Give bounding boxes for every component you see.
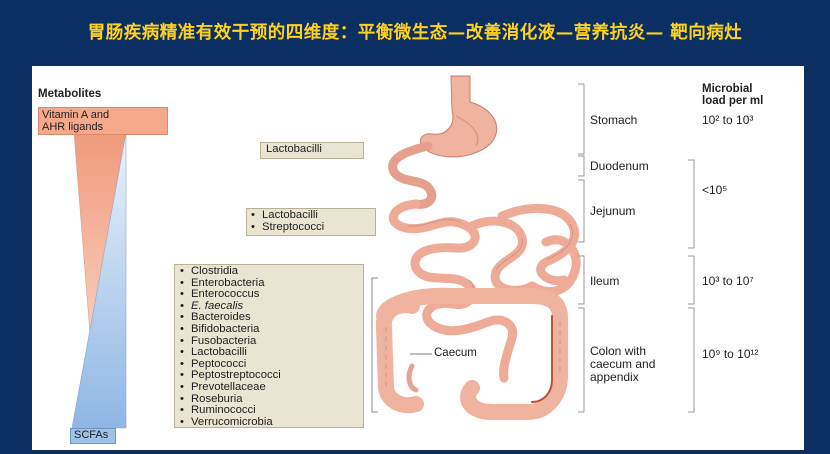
stomach-organ <box>419 75 498 158</box>
colon-bacterium: Bifidobacteria <box>178 323 281 336</box>
duodenum-label: Duodenum <box>590 159 649 173</box>
microbial-load-header-line2: load per ml <box>702 95 764 107</box>
colon-bacterium: Lactobacilli <box>178 347 281 359</box>
caecum-label: Caecum <box>434 347 477 359</box>
colon-label-line1: Colon with <box>590 344 647 358</box>
stomach-label: Stomach <box>590 113 638 127</box>
colon-bacterium: Prevotellaceae <box>178 381 281 394</box>
colon-bacterium: Ruminococci <box>178 405 281 417</box>
ileum-load-value: 10³ to 10⁷ <box>702 274 754 288</box>
small-intestine-load-value: <10⁵ <box>702 183 728 197</box>
gut-diagram-graphics <box>71 75 695 435</box>
colon-bacterium: Peptostreptococci <box>178 370 281 382</box>
figure-panel: Metabolites Vitamin A and AHR ligands SC… <box>32 66 804 450</box>
colon-bacterium: Roseburia <box>178 393 281 406</box>
microbial-load-header-line1: Microbial <box>702 83 753 95</box>
stomach-load-value: 10² to 10³ <box>702 113 754 127</box>
slide-title: 胃肠疾病精准有效干预的四维度：平衡微生态—改善消化液—营养抗炎— 靶向病灶 <box>87 22 743 43</box>
section-brackets <box>578 83 695 413</box>
duodenum-tube <box>388 141 437 209</box>
small-intestine-bacteria-box: Lactobacilli Streptococci <box>246 208 376 236</box>
small-intestine-bacterium: Streptococci <box>249 221 324 234</box>
colon-bacterium: E. faecalis <box>178 300 281 313</box>
small-intestine-bacterium: Lactobacilli <box>249 209 324 222</box>
stomach-bacteria-box: Lactobacilli <box>260 142 364 159</box>
metabolites-heading: Metabolites <box>38 88 102 100</box>
colon-bacterium: Clostridia <box>178 265 281 278</box>
colon-bacterium: Bacteroides <box>178 312 281 324</box>
colon-bacterium: Verrucomicrobia <box>178 416 281 429</box>
colon-label-line2: caecum and <box>590 357 656 371</box>
colon-bacterium: Enterococcus <box>178 289 281 301</box>
vitamin-a-label-line1: Vitamin A and <box>42 109 110 121</box>
scfas-label-box: SCFAs <box>70 428 116 444</box>
colon-bacterium: Peptococci <box>178 358 281 371</box>
colon-bacterium: Fusobacteria <box>178 335 281 348</box>
stomach-bacteria-label: Lactobacilli <box>266 143 322 155</box>
colon-load-value: 10⁹ to 10¹² <box>702 347 759 361</box>
colon-label-line3: appendix <box>590 370 639 384</box>
vitamin-a-label-line2: AHR ligands <box>42 121 104 133</box>
vitamin-a-label-box: Vitamin A and AHR ligands <box>38 107 168 135</box>
ileum-label: Ileum <box>590 274 620 288</box>
jejunum-label: Jejunum <box>590 204 636 218</box>
colon-bacterium: Enterobacteria <box>178 277 281 290</box>
colon-organ <box>375 287 568 420</box>
colon-bacteria-box: Clostridia Enterobacteria Enterococcus E… <box>174 264 364 428</box>
scfas-label: SCFAs <box>74 429 109 441</box>
colon-list-bracket <box>371 277 378 413</box>
